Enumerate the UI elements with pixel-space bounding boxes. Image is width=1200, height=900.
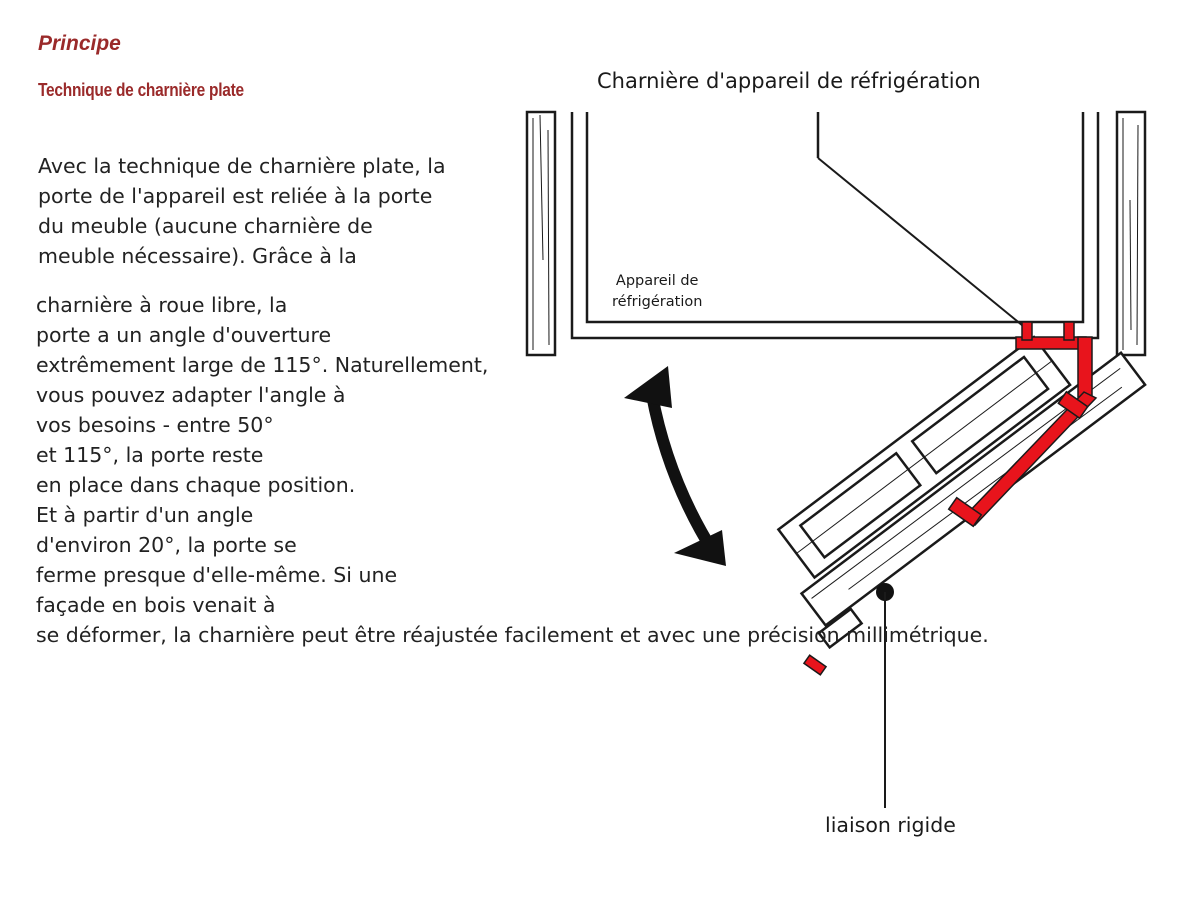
- paragraph-line: en place dans chaque position.: [36, 473, 356, 497]
- rigid-connection-label: liaison rigide: [825, 813, 956, 837]
- diagram-title-label: Charnière d'appareil de réfrigération: [597, 69, 981, 93]
- paragraph-line: d'environ 20°, la porte se: [36, 533, 297, 557]
- paragraph-line: façade en bois venait à: [36, 593, 276, 617]
- paragraph-line: Et à partir d'un angle: [36, 503, 254, 527]
- paragraph-line: et 115°, la porte reste: [36, 443, 264, 467]
- cabinet-side-left: [525, 110, 557, 357]
- rigid-connection: [876, 583, 894, 808]
- paragraph-line: ferme presque d'elle-même. Si une: [36, 563, 398, 587]
- opening-arrow: [624, 366, 726, 566]
- paragraph-details: charnière à roue libre, la porte a un an…: [36, 290, 989, 650]
- appliance-door: [776, 335, 1072, 580]
- hinge-mechanism: [802, 321, 1098, 676]
- subheading: Technique de charnière plate: [38, 80, 244, 100]
- paragraph-line: porte de l'appareil est reliée à la port…: [38, 184, 433, 208]
- paragraph-intro: Avec la technique de charnière plate, la…: [38, 151, 446, 271]
- paragraph-line: meuble nécessaire). Grâce à la: [38, 244, 357, 268]
- paragraph-line: Avec la technique de charnière plate, la: [38, 154, 446, 178]
- appliance-label-line: réfrigération: [612, 294, 703, 310]
- paragraph-line: vous pouvez adapter l'angle à: [36, 383, 346, 407]
- paragraph-line: du meuble (aucune charnière de: [38, 214, 373, 238]
- paragraph-line: charnière à roue libre, la: [36, 293, 288, 317]
- paragraph-line: extrêmement large de 115°. Naturellement…: [36, 353, 489, 377]
- paragraph-line: se déformer, la charnière peut être réaj…: [36, 623, 989, 647]
- paragraph-line: vos besoins - entre 50°: [36, 413, 274, 437]
- appliance-label-line: Appareil de: [615, 273, 699, 289]
- paragraph-line: porte a un angle d'ouverture: [36, 323, 332, 347]
- heading: Principe: [38, 32, 121, 55]
- appliance-body: [570, 112, 1100, 340]
- appliance-label: Appareil de réfrigération: [612, 271, 702, 313]
- cabinet-side-right: [1115, 110, 1147, 357]
